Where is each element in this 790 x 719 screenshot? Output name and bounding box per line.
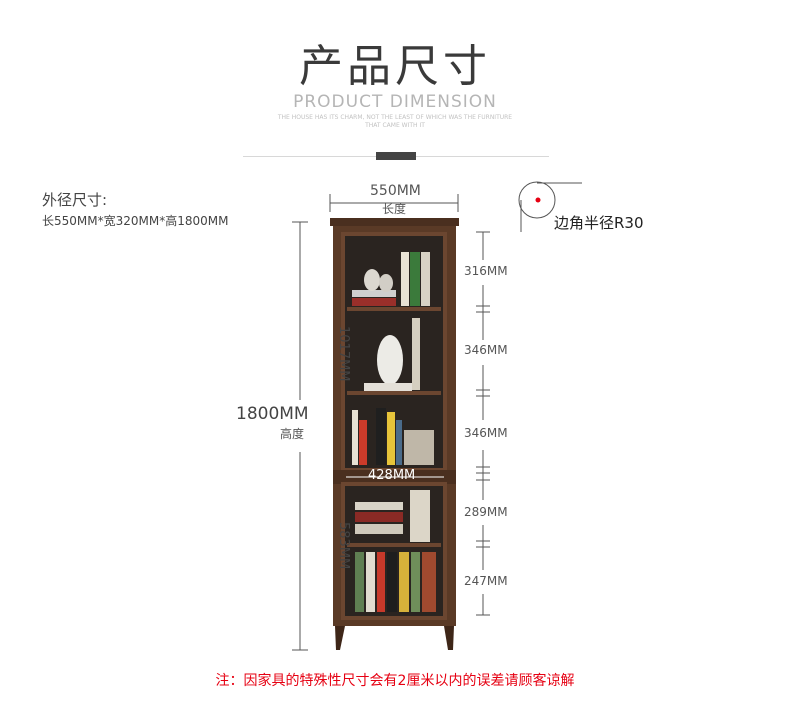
outer-dimension-values: 长550MM*宽320MM*高1800MM xyxy=(42,214,229,228)
corner-radius-icon xyxy=(518,181,582,232)
width-dimension-line xyxy=(329,194,459,212)
page-subtitle-english: PRODUCT DIMENSION xyxy=(293,92,497,112)
height-value: 1800MM xyxy=(236,404,309,424)
shelf-height-3: 346MM xyxy=(464,426,508,440)
width-value: 550MM xyxy=(370,183,421,199)
shelf-height-4: 289MM xyxy=(464,505,508,519)
corner-radius-label: 边角半径R30 xyxy=(554,214,644,232)
page-title: 产品尺寸 xyxy=(299,41,491,92)
shelf-height-5: 247MM xyxy=(464,574,508,588)
upper-height-value: 1017MM xyxy=(336,326,351,382)
outer-dimension-label: 外径尺寸: xyxy=(42,191,108,209)
width-label: 长度 xyxy=(382,202,407,216)
height-label: 高度 xyxy=(280,427,305,441)
lower-height-value: 583MM xyxy=(336,522,351,570)
shelf-dimension-lines xyxy=(476,231,490,616)
inner-width-value: 428MM xyxy=(368,468,416,483)
cabinet xyxy=(330,218,459,650)
shelf-height-1: 316MM xyxy=(464,264,508,278)
decorative-tagline: THE HOUSE HAS ITS CHARM, NOT THE LEAST O… xyxy=(277,114,513,129)
shelf-height-2: 346MM xyxy=(464,343,508,357)
height-dimension-line xyxy=(292,221,308,651)
disclaimer-note: 注：因家具的特殊性尺寸会有2厘米以内的误差请顾客谅解 xyxy=(215,673,575,689)
header-divider-bar xyxy=(376,152,416,160)
